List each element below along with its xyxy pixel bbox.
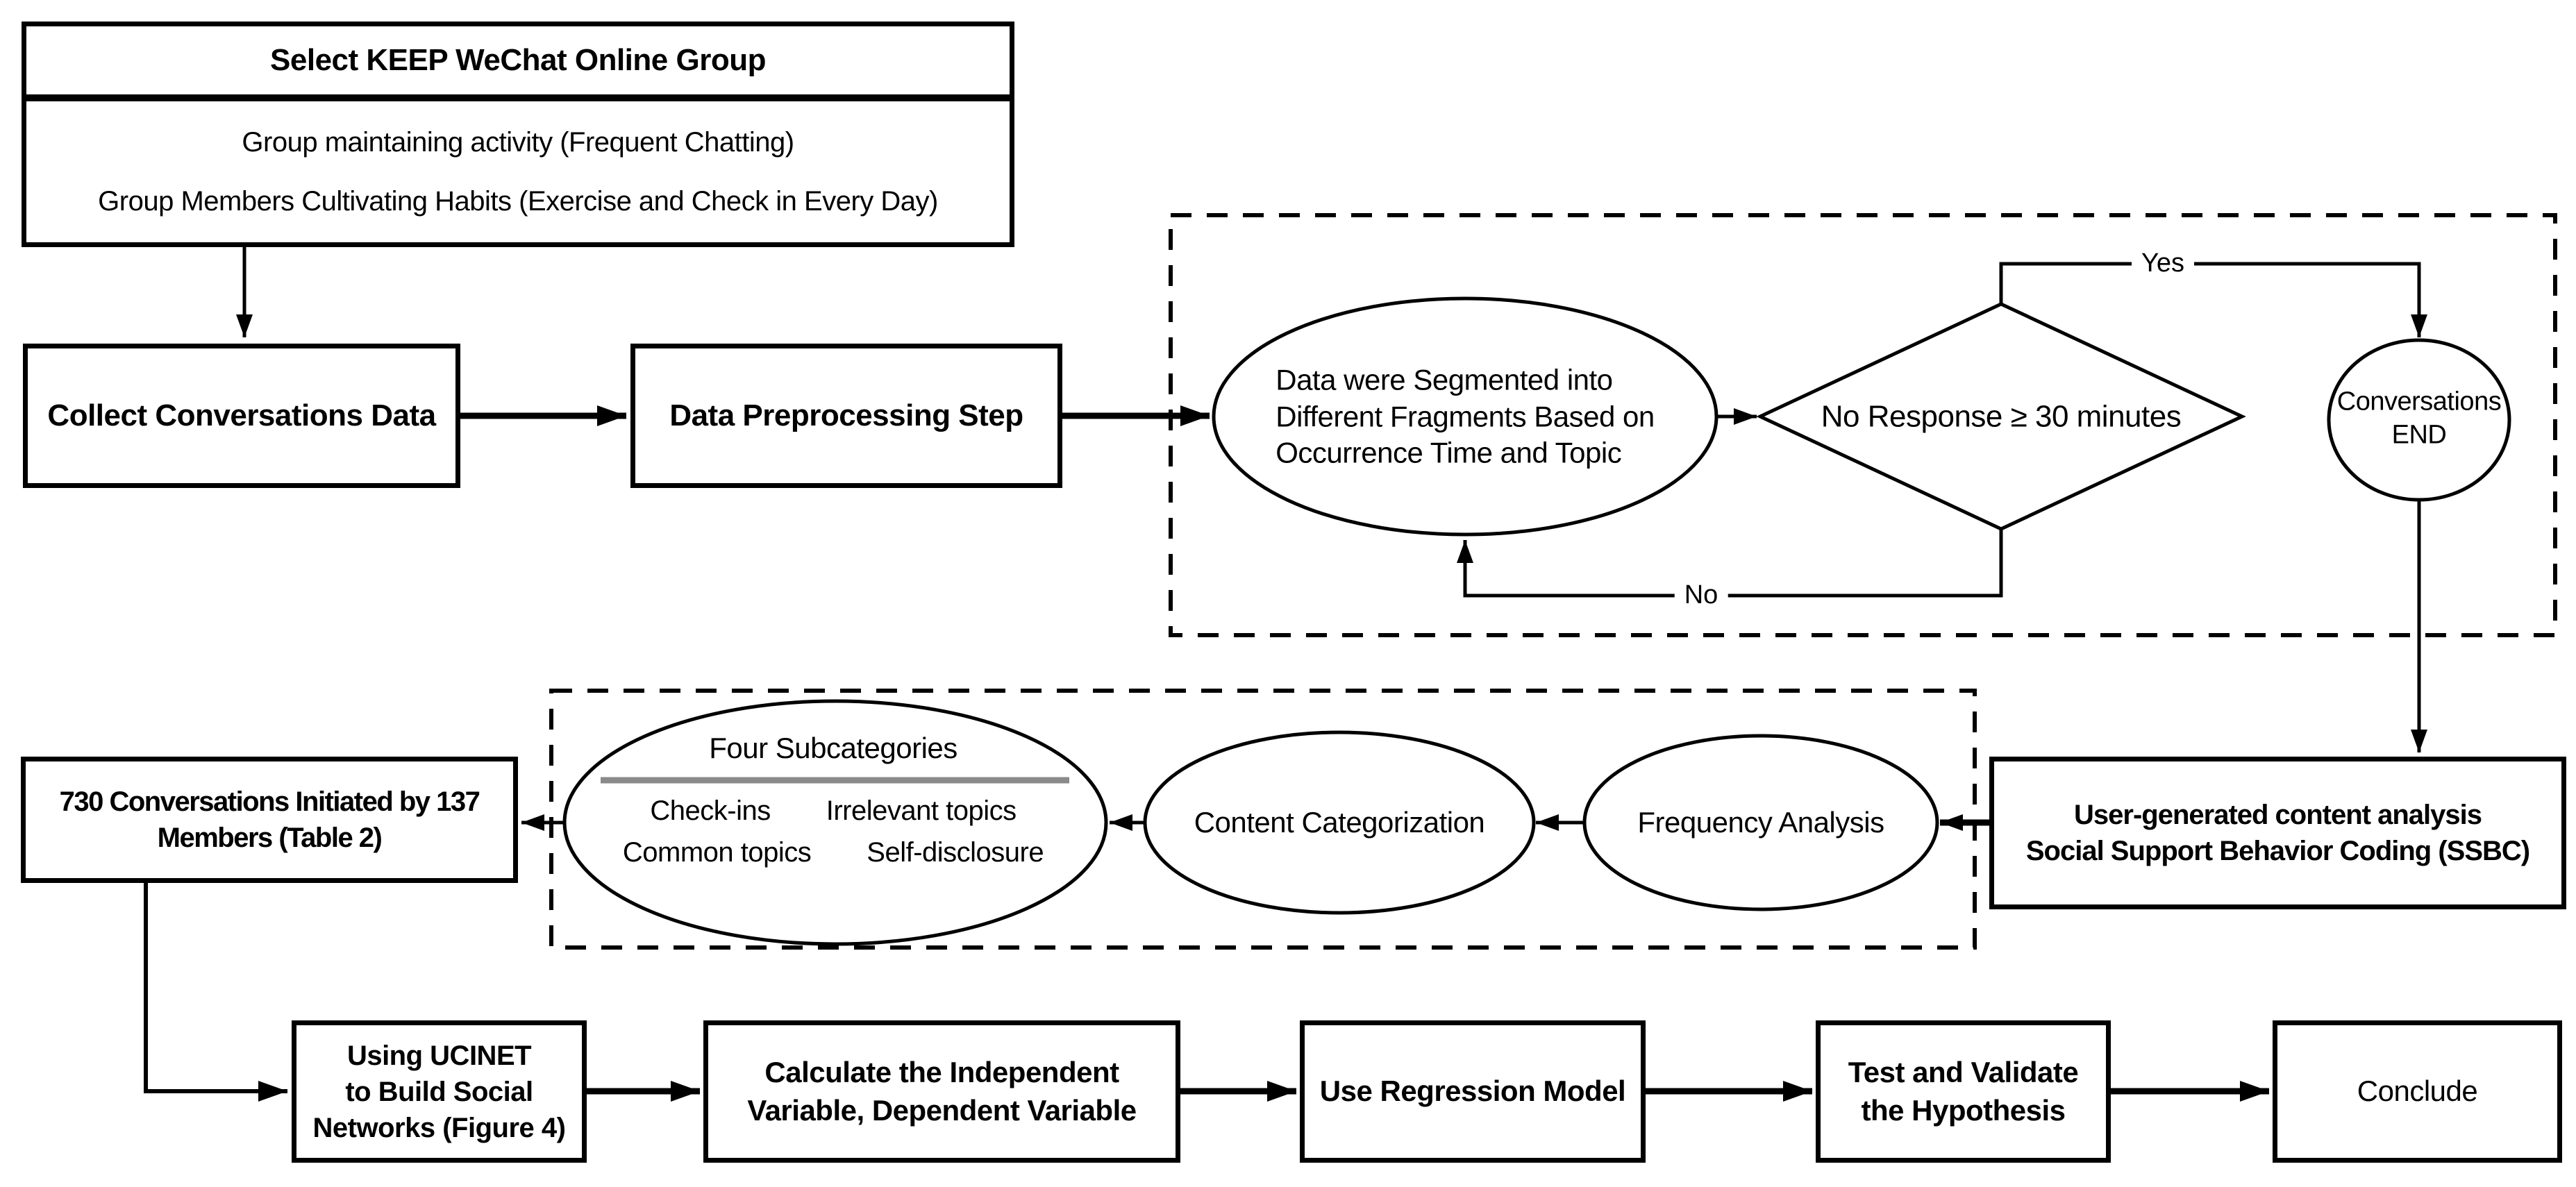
edge-conversations-to-ucinet: [144, 883, 287, 1102]
segmentation-dashed-container: [1169, 213, 2557, 637]
conversations-count-line2: Members (Table 2): [157, 823, 383, 853]
test-hypothesis-box: Test and Validate the Hypothesis: [1816, 1020, 2111, 1163]
content-categorization-text: Content Categorization: [1194, 805, 1485, 839]
decision-diamond-label: No Response ≥ 30 minutes: [1821, 398, 2182, 436]
ssbc-line1: User-generated content analysis: [2074, 800, 2482, 830]
collect-conversations-box: Collect Conversations Data: [23, 344, 460, 488]
select-group-box: Select KEEP WeChat Online Group Group ma…: [22, 22, 1014, 247]
regression-model-label: Use Regression Model: [1319, 1075, 1626, 1108]
calculate-variables-line1: Calculate the Independent: [764, 1055, 1119, 1088]
data-preprocessing-box: Data Preprocessing Step: [630, 344, 1062, 488]
subcategories-grid: Check-ins Irrelevant topics Common topic…: [623, 793, 1044, 870]
select-group-line2: Group Members Cultivating Habits (Exerci…: [98, 186, 938, 217]
frequency-analysis-text: Frequency Analysis: [1637, 805, 1884, 839]
select-group-line1: Group maintaining activity (Frequent Cha…: [242, 127, 794, 158]
ssbc-line2: Social Support Behavior Coding (SSBC): [2025, 836, 2530, 866]
subcategories-row1: Check-ins Irrelevant topics: [650, 793, 1017, 828]
calculate-variables-line2: Variable, Dependent Variable: [747, 1093, 1137, 1127]
select-group-body: Group maintaining activity (Frequent Cha…: [26, 101, 1010, 242]
select-group-header-label: Select KEEP WeChat Online Group: [270, 43, 766, 78]
conclude-box: Conclude: [2273, 1020, 2562, 1163]
segment-line3: Occurrence Time and Topic: [1276, 436, 1622, 469]
subcategories-row2: Common topics Self-disclosure: [623, 835, 1044, 870]
edge-decision-no-to-segment: [1457, 529, 2003, 598]
collect-conversations-label: Collect Conversations Data: [47, 398, 436, 433]
ucinet-box: Using UCINET to Build Social Networks (F…: [292, 1020, 587, 1163]
subcategories-title: Four Subcategories: [709, 730, 957, 767]
no-branch-label: No: [1674, 580, 1728, 610]
categorization-dashed-container: [549, 689, 1977, 950]
ucinet-line3: Networks (Figure 4): [312, 1112, 566, 1143]
conclude-label: Conclude: [2357, 1075, 2478, 1108]
frequency-analysis-label: Frequency Analysis: [1637, 805, 1884, 841]
calculate-variables-box: Calculate the Independent Variable, Depe…: [703, 1020, 1180, 1163]
end-line2: END: [2391, 420, 2447, 449]
test-hypothesis-line1: Test and Validate: [1848, 1055, 2079, 1088]
ssbc-box: User-generated content analysis Social S…: [1989, 757, 2566, 909]
ucinet-line1: Using UCINET: [346, 1040, 532, 1071]
test-hypothesis-line2: the Hypothesis: [1861, 1093, 2066, 1127]
content-categorization-label: Content Categorization: [1194, 805, 1485, 841]
subcategory-irrelevant-topics: Irrelevant topics: [826, 795, 1017, 826]
segment-line1: Data were Segmented into: [1276, 363, 1613, 396]
subcategory-common-topics: Common topics: [622, 837, 812, 868]
edge-decision-yes-to-end: [1999, 262, 2427, 337]
segment-line2: Different Fragments Based on: [1276, 399, 1655, 432]
segment-ellipse: [1212, 296, 1718, 537]
decision-label: No Response ≥ 30 minutes: [1821, 399, 2182, 434]
subcategories-title-label: Four Subcategories: [709, 731, 957, 764]
data-preprocessing-label: Data Preprocessing Step: [669, 398, 1023, 433]
ucinet-line2: to Build Social: [345, 1076, 533, 1107]
subcategory-self-disclosure: Self-disclosure: [867, 837, 1044, 868]
regression-model-box: Use Regression Model: [1300, 1020, 1646, 1163]
conversations-count-box: 730 Conversations Initiated by 137 Membe…: [21, 757, 518, 883]
subcategory-check-ins: Check-ins: [650, 795, 771, 826]
yes-branch-label: Yes: [2132, 249, 2194, 278]
select-group-header: Select KEEP WeChat Online Group: [26, 26, 1010, 101]
end-circle-label: Conversations END: [2336, 386, 2502, 452]
segment-ellipse-label: Data were Segmented into Different Fragm…: [1276, 362, 1655, 471]
end-line1: Conversations: [2336, 387, 2502, 416]
conversations-count-line1: 730 Conversations Initiated by 137: [59, 786, 480, 817]
